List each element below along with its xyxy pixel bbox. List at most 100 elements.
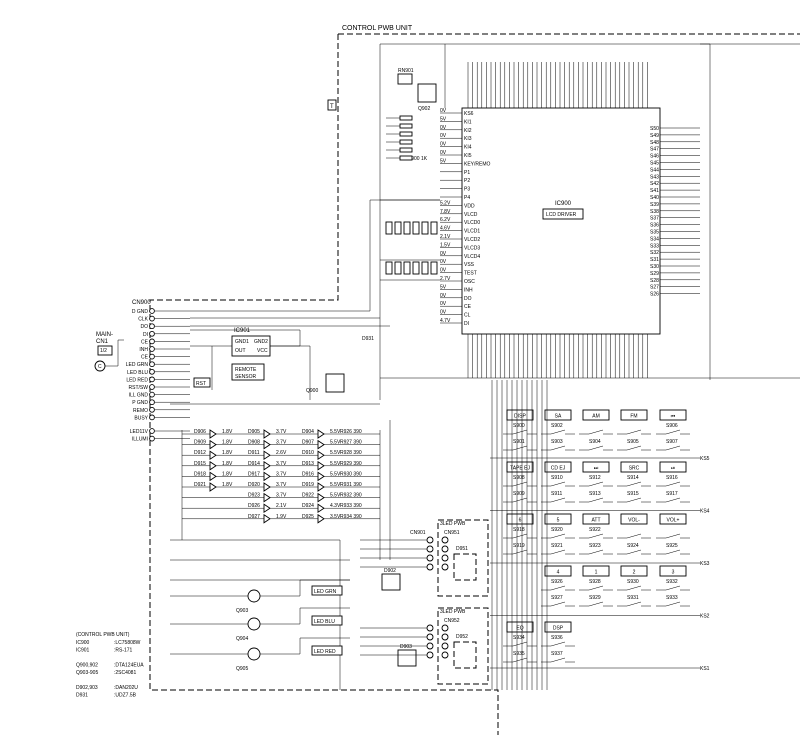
diode-voltage: 5.5V xyxy=(330,429,341,435)
key-switch-ref: S917 xyxy=(666,491,678,497)
key-switch-ref: S914 xyxy=(627,475,639,481)
diode-voltage: 3.5V xyxy=(330,514,341,520)
ic900-left-volt: 0V xyxy=(440,142,447,148)
diode-label: D911 xyxy=(248,450,260,456)
driver-transistor xyxy=(247,617,261,631)
ic900-left-volt: 0V xyxy=(440,268,447,274)
key-switch-label-box xyxy=(659,461,687,473)
unit-title: CONTROL PWB UNIT xyxy=(342,25,413,32)
ic900-left-pin: VLCD0 xyxy=(464,220,480,226)
ic900-right-pin: S40 xyxy=(650,195,659,201)
ic900-top-leads xyxy=(467,62,648,108)
ic900-right-pin: S47 xyxy=(650,147,659,153)
key-switch-label-box xyxy=(659,409,687,421)
key-switch-contact xyxy=(541,657,575,663)
diode-voltage: 1.8V xyxy=(222,450,233,456)
key-switch-label: 5 xyxy=(557,518,560,524)
cn900-pin xyxy=(149,391,155,398)
diode-resistor: R928 390 xyxy=(340,450,362,456)
ic900-left-pin: VLCD1 xyxy=(464,229,480,235)
rst-box xyxy=(193,377,211,388)
diode-label: D915 xyxy=(194,461,206,467)
ic901-wires xyxy=(170,329,380,405)
key-switch-contact xyxy=(541,481,575,487)
key-switch-contact xyxy=(541,429,575,435)
parts-list-part: :DAN202U xyxy=(114,685,138,691)
diode-voltage: 5.5V xyxy=(330,440,341,446)
diode-voltage: 5.5V xyxy=(330,482,341,488)
key-switch-label: VOL+ xyxy=(667,518,680,524)
diode-voltage: 1.8V xyxy=(222,471,233,477)
led-symbol xyxy=(209,429,217,439)
main-ref-sheet: 1/2 xyxy=(100,348,107,354)
ic900-left-volt: 2.1V xyxy=(440,234,451,240)
diode-voltage: 1.8V xyxy=(222,482,233,488)
ic901-pin4: VCC xyxy=(257,348,268,354)
cn900-pin xyxy=(149,428,155,434)
key-switch-ref: S905 xyxy=(627,439,639,445)
rn-label-a: RN901 xyxy=(398,68,414,74)
cn900-pin-label: D GND xyxy=(132,309,149,315)
diode-label: D912 xyxy=(194,450,206,456)
ic900-left-pin: KS6 xyxy=(464,111,474,117)
diode-voltage: 3.7V xyxy=(276,493,287,499)
key-switch-ref: S926 xyxy=(551,579,563,585)
parts-list-ref: D931 xyxy=(76,693,88,699)
ic901-caption1: REMOTE xyxy=(235,367,257,373)
key-switch-ref: S900 xyxy=(513,423,525,429)
ic900-left-volt: 0V xyxy=(440,259,447,265)
diode-label: D922 xyxy=(302,493,314,499)
ic900-right-pin: S38 xyxy=(650,209,659,215)
led-symbol xyxy=(263,492,271,503)
cn900-pin xyxy=(149,315,155,322)
led-pwb-pin xyxy=(426,624,434,632)
diode-label: D925 xyxy=(302,514,314,520)
ic901-pin2: OUT xyxy=(235,348,246,354)
key-switch-label-box xyxy=(659,513,687,525)
diode-resistor: R933 390 xyxy=(340,503,362,509)
key-switch-label: 4 xyxy=(557,570,560,576)
key-switch-label: 1 xyxy=(595,570,598,576)
ic900-left-volt: 0V xyxy=(440,108,447,114)
d903 xyxy=(397,649,417,667)
main-ref-sheet-box xyxy=(97,345,113,356)
d931-label: D931 xyxy=(362,336,374,342)
diode-voltage: 3.7V xyxy=(276,461,287,467)
led-symbol xyxy=(263,429,271,439)
cn900-pin-label: CLK xyxy=(138,317,148,323)
marker-t: T xyxy=(330,104,334,110)
led-symbol xyxy=(263,482,271,492)
ic900-left-pin: VLCD2 xyxy=(464,237,480,243)
led-symbol xyxy=(317,450,325,461)
rn910 xyxy=(397,73,413,85)
diode-label: D920 xyxy=(248,482,260,488)
led-pwb-connector: CN952 xyxy=(444,618,460,624)
key-switch-contact xyxy=(541,445,575,451)
parts-list-part: :2SC4081 xyxy=(114,670,136,676)
diode-voltage: 5.5V xyxy=(330,461,341,467)
key-switch-ref: S934 xyxy=(513,635,525,641)
led-symbol xyxy=(317,471,325,482)
q902-label: Q902 xyxy=(418,106,430,112)
ic900-body xyxy=(461,107,661,335)
ic901-caption-box xyxy=(231,363,265,381)
ic900-left-volt: 1.5V xyxy=(440,242,451,248)
key-switch-label: 3 xyxy=(672,570,675,576)
ic900-left-volt: 0V xyxy=(440,293,447,299)
led-label-box xyxy=(311,585,343,596)
diode-label: D908 xyxy=(248,440,260,446)
key-switch-contact xyxy=(617,533,651,539)
key-switch-label-box xyxy=(544,409,572,421)
ic900-right-pin: S42 xyxy=(650,181,659,187)
led-symbol xyxy=(317,460,325,471)
key-switch-contact xyxy=(579,481,613,487)
driver-wire xyxy=(170,637,350,655)
key-switch-contact xyxy=(579,549,613,555)
parts-list-part: :LC75808W xyxy=(114,640,141,646)
key-switch-contact xyxy=(617,445,651,451)
key-switch-ref: S919 xyxy=(513,543,525,549)
ic900-right-pin: S39 xyxy=(650,202,659,208)
ic900-label-box xyxy=(542,208,584,220)
